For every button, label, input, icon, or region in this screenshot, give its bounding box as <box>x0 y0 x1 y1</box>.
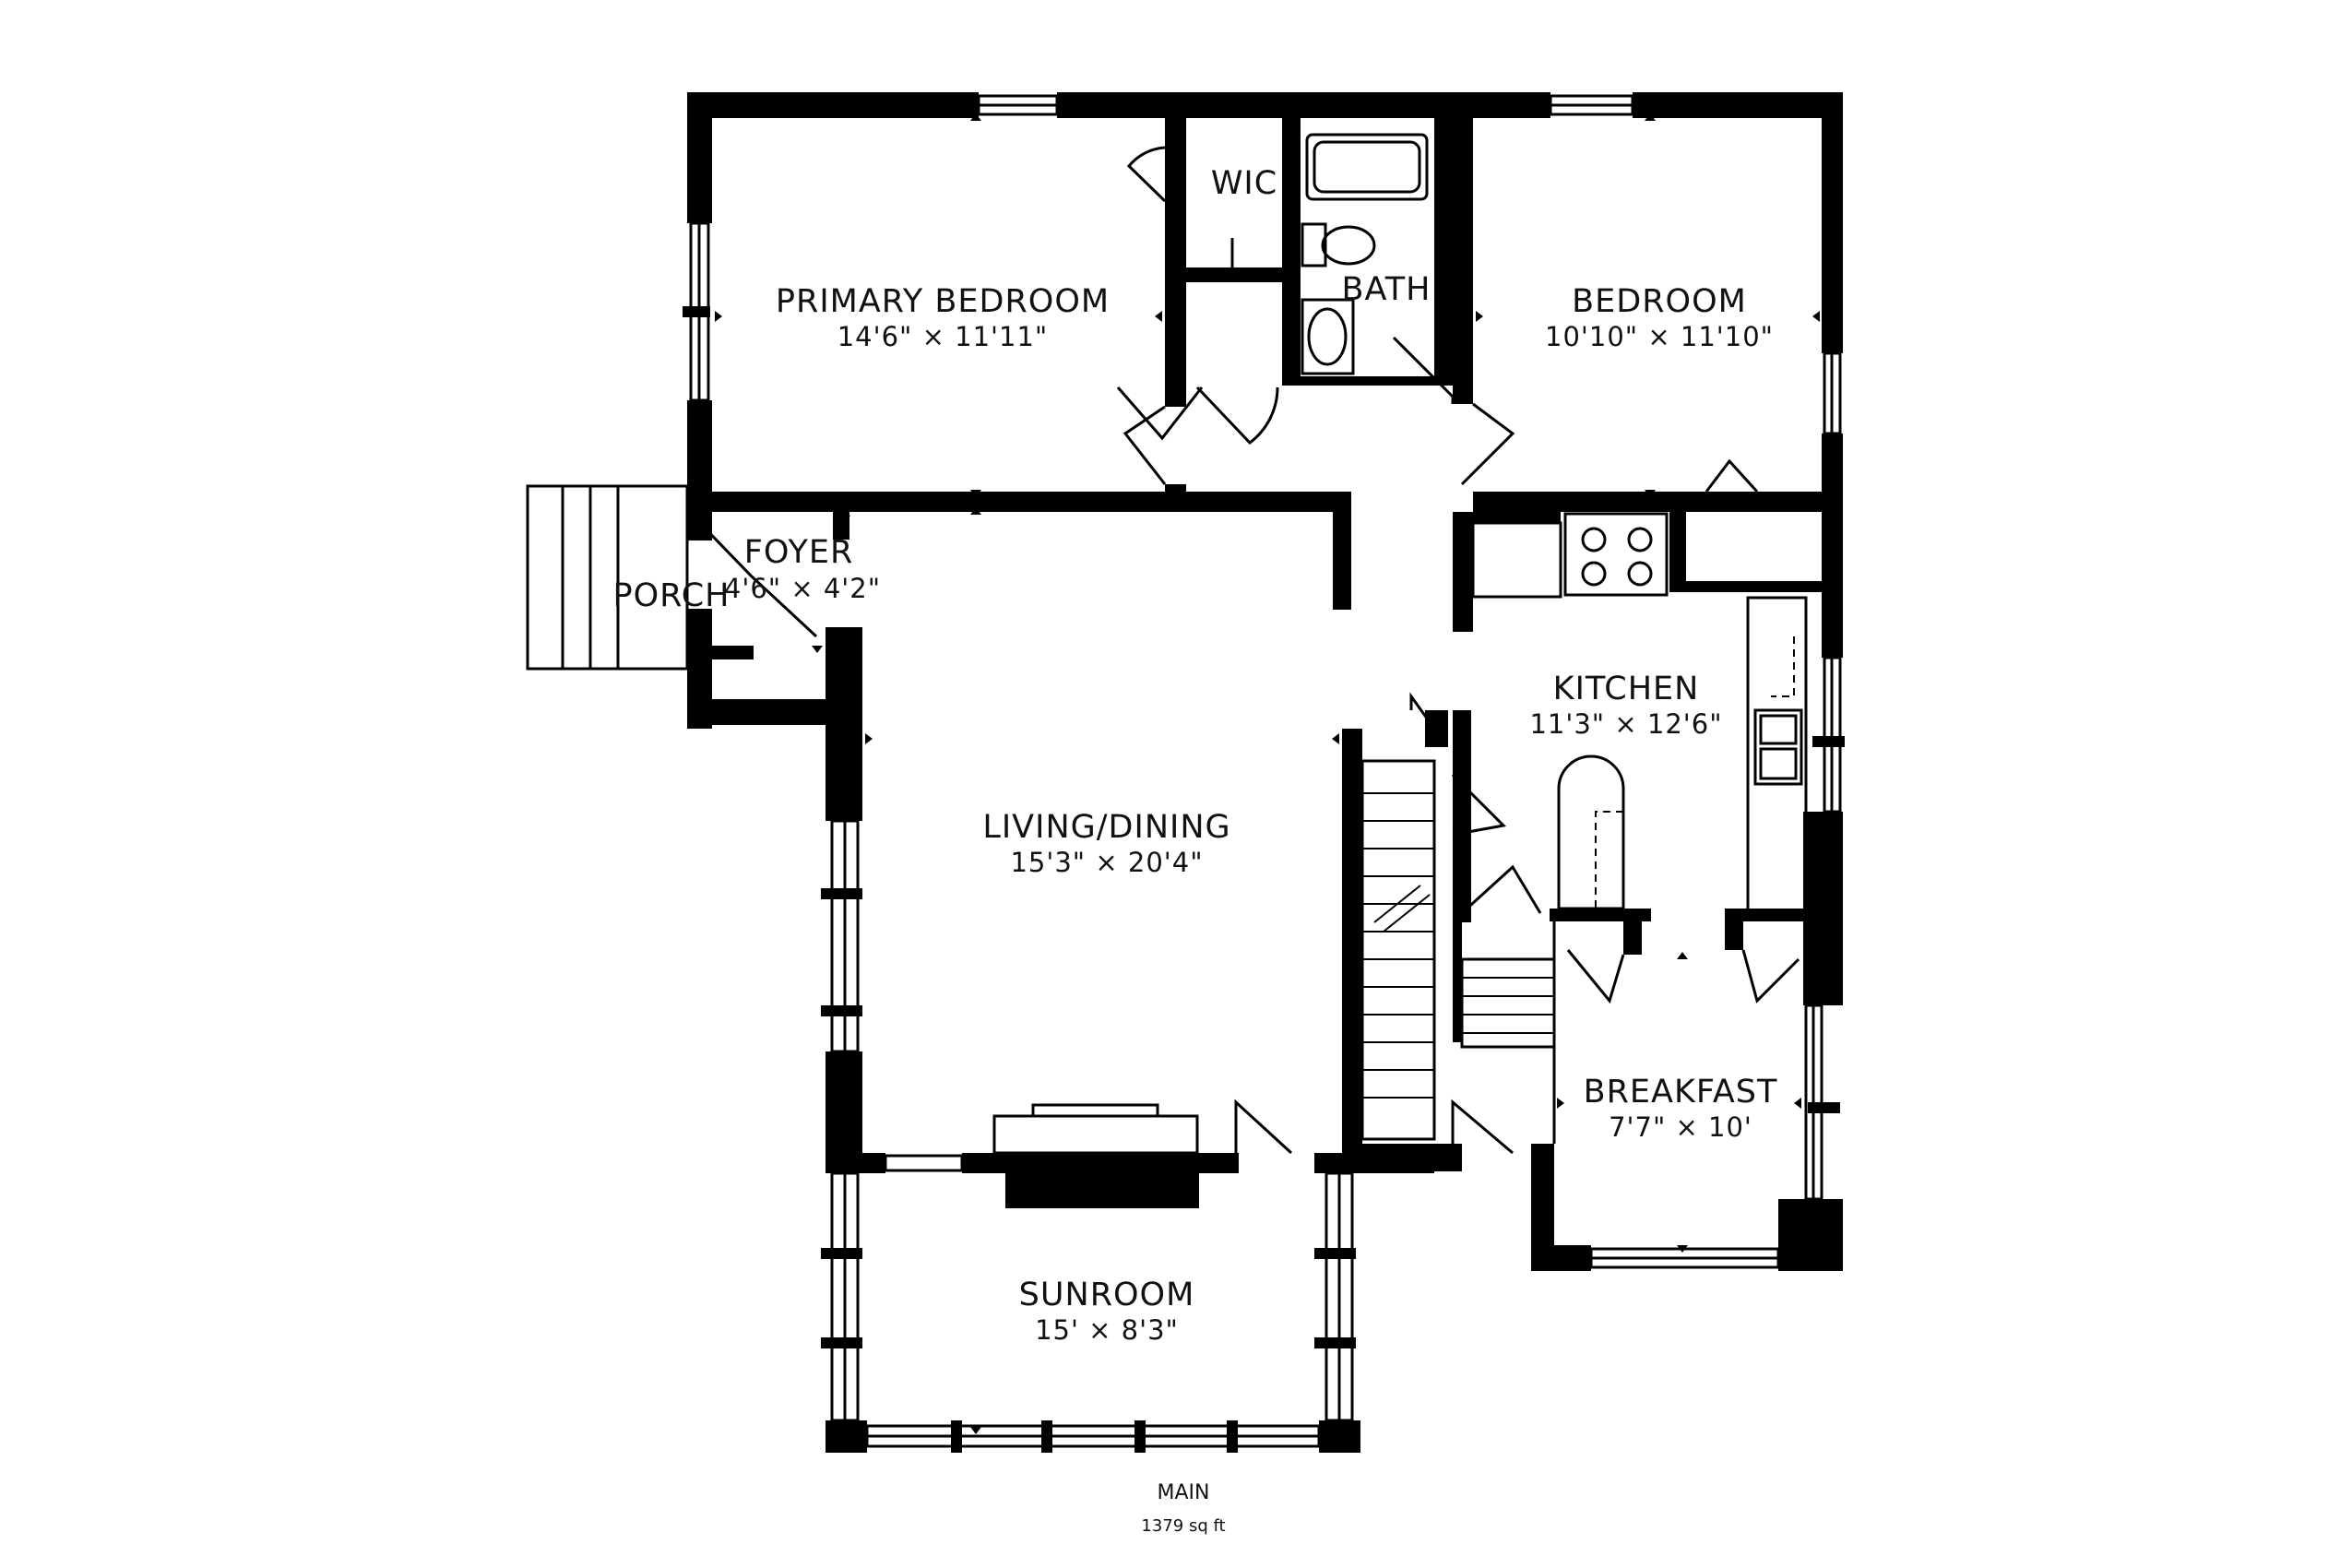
sunroom-name: SUNROOM <box>1019 1277 1195 1313</box>
fixtures <box>526 133 1808 1204</box>
bath-name: BATH <box>1342 271 1431 308</box>
level-area: 1379 sq ft <box>1141 1516 1225 1536</box>
walls <box>683 92 1845 1453</box>
bedroom-name: BEDROOM <box>1572 283 1747 320</box>
porch-name: PORCH <box>613 577 731 614</box>
breakfast-name: BREAKFAST <box>1584 1074 1778 1111</box>
room-labels: PRIMARY BEDROOM 14'6" × 11'11" WIC BATH … <box>613 165 1778 1536</box>
primary-bedroom-dims: 14'6" × 11'11" <box>837 321 1049 352</box>
living-dining-dims: 15'3" × 20'4" <box>1010 847 1203 878</box>
living-dining-name: LIVING/DINING <box>982 809 1230 846</box>
sunroom-dims: 15' × 8'3" <box>1035 1314 1179 1346</box>
breakfast-dims: 7'7" × 10' <box>1609 1111 1752 1143</box>
level-name: MAIN <box>1158 1481 1210 1504</box>
doors <box>692 146 1800 1155</box>
primary-bedroom-name: PRIMARY BEDROOM <box>776 283 1110 320</box>
bedroom-dims: 10'10" × 11'10" <box>1545 321 1774 352</box>
kitchen-dims: 11'3" × 12'6" <box>1529 708 1722 740</box>
foyer-dims: 4'6" × 4'2" <box>724 573 881 604</box>
foyer-name: FOYER <box>744 534 854 571</box>
kitchen-name: KITCHEN <box>1553 671 1700 707</box>
dimension-markers <box>715 113 1820 1434</box>
wic-name: WIC <box>1211 165 1277 202</box>
